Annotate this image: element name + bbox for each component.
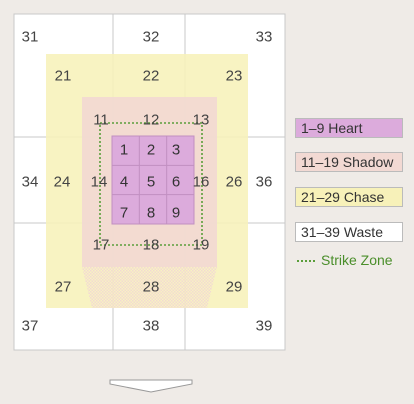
- home-plate-icon: [109, 379, 193, 393]
- heart-zone-label: 5: [147, 174, 155, 191]
- chase-zone-label: 24: [54, 174, 71, 191]
- legend-label-chase: 21–29 Chase: [301, 189, 385, 205]
- chase-zone-label: 23: [226, 68, 243, 85]
- chase-zone-label: 26: [226, 174, 243, 191]
- heart-zone-label: 3: [172, 142, 180, 159]
- legend-label-shadow: 11–19 Shadow: [301, 154, 394, 170]
- heart-zone-label: 8: [147, 205, 155, 222]
- shadow-zone-label: 14: [91, 174, 108, 191]
- waste-zone-label: 39: [256, 318, 273, 335]
- heart-zone-label: 1: [120, 142, 128, 159]
- legend-item-chase: 21–29 Chase: [295, 187, 405, 209]
- chase-zone-label: 27: [55, 279, 72, 296]
- heart-zone-label: 9: [172, 205, 180, 222]
- chase-zone-label: 28: [143, 279, 160, 296]
- waste-zone-label: 32: [143, 29, 160, 46]
- shadow-fade: [82, 267, 217, 308]
- chase-zone-label: 29: [226, 279, 243, 296]
- legend-label-strike-zone: Strike Zone: [321, 252, 393, 268]
- legend-item-heart: 1–9 Heart: [295, 118, 405, 140]
- waste-zone-label: 37: [22, 318, 39, 335]
- legend-label-waste: 31–39 Waste: [301, 224, 383, 240]
- waste-zone-label: 36: [256, 174, 273, 191]
- heart-zone-label: 4: [120, 174, 128, 191]
- chase-zone-label: 21: [55, 68, 72, 85]
- strike-zone-line-icon: [297, 260, 315, 262]
- shadow-zone-label: 13: [193, 112, 210, 129]
- legend-swatch-heart: [295, 118, 403, 138]
- shadow-zone-label: 18: [143, 237, 160, 254]
- waste-zone-label: 31: [22, 29, 39, 46]
- heart-zone-label: 6: [172, 174, 180, 191]
- shadow-zone-label: 11: [93, 112, 109, 129]
- chase-zone-label: 22: [143, 68, 160, 85]
- legend-swatch-shadow: [295, 152, 403, 172]
- heart-area: [111, 135, 195, 225]
- legend-item-waste: 31–39 Waste: [295, 222, 405, 244]
- shadow-zone-label: 16: [193, 174, 210, 191]
- legend-label-heart: 1–9 Heart: [301, 120, 363, 136]
- shadow-zone-label: 19: [193, 237, 210, 254]
- waste-zone-label: 33: [256, 29, 273, 46]
- shadow-zone-label: 17: [93, 237, 110, 254]
- waste-zone-label: 38: [143, 318, 160, 335]
- heart-zone-label: 7: [120, 205, 128, 222]
- heart-zone-label: 2: [147, 142, 155, 159]
- legend-item-strike-zone: Strike Zone: [295, 251, 405, 271]
- legend-item-shadow: 11–19 Shadow: [295, 152, 405, 174]
- shadow-zone-label: 12: [143, 112, 160, 129]
- waste-zone-label: 34: [22, 174, 39, 191]
- legend-swatch-waste: [295, 222, 403, 242]
- legend-swatch-chase: [295, 187, 403, 207]
